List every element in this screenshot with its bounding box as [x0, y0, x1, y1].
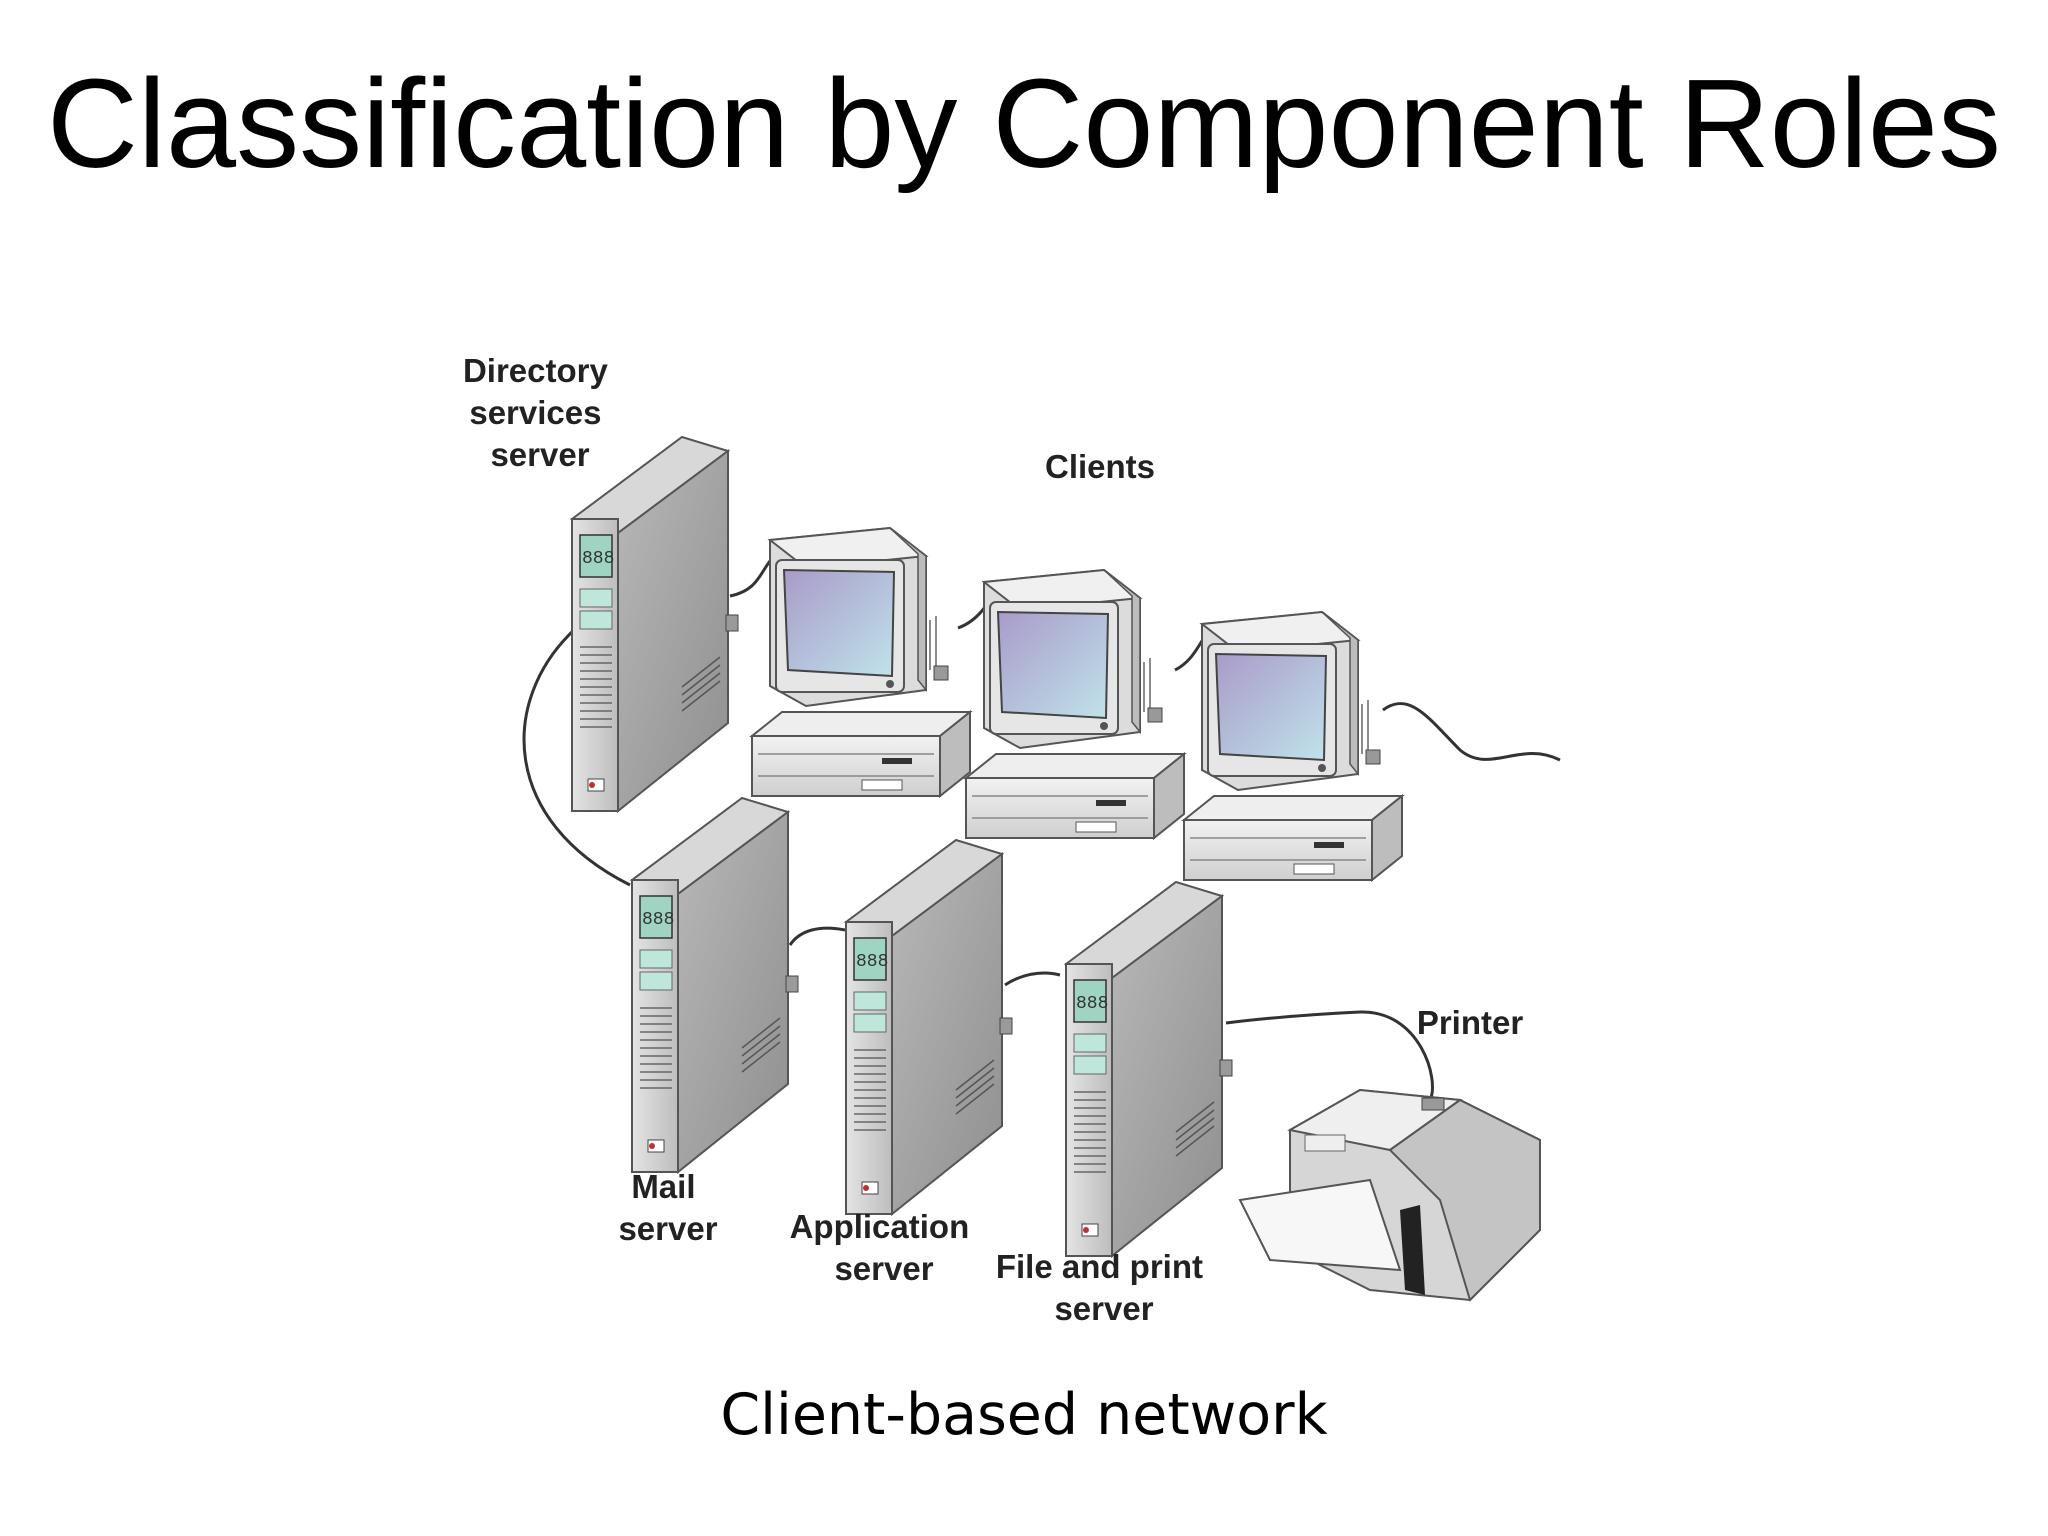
client-computer-icon	[751, 527, 971, 797]
application-server-icon	[845, 839, 1013, 1215]
directory-server-icon	[571, 436, 739, 812]
mail-server-icon	[631, 797, 799, 1173]
application-server-label: Application server	[790, 1208, 979, 1287]
clients-label: Clients	[1045, 448, 1155, 485]
printer-icon	[1238, 1088, 1541, 1302]
directory-server-label: Directory services server	[463, 352, 617, 473]
file-print-server-label: File and print server	[996, 1248, 1212, 1327]
mail-server-label: Mail server	[618, 1168, 717, 1247]
client-computer-icon	[1183, 611, 1403, 881]
slide-title: Classification by Component Roles	[47, 53, 2001, 194]
file-print-server-icon	[1065, 881, 1233, 1257]
printer-label: Printer	[1417, 1004, 1524, 1041]
client-computer-icon	[965, 569, 1185, 839]
diagram-caption: Client-based network	[720, 1382, 1328, 1448]
